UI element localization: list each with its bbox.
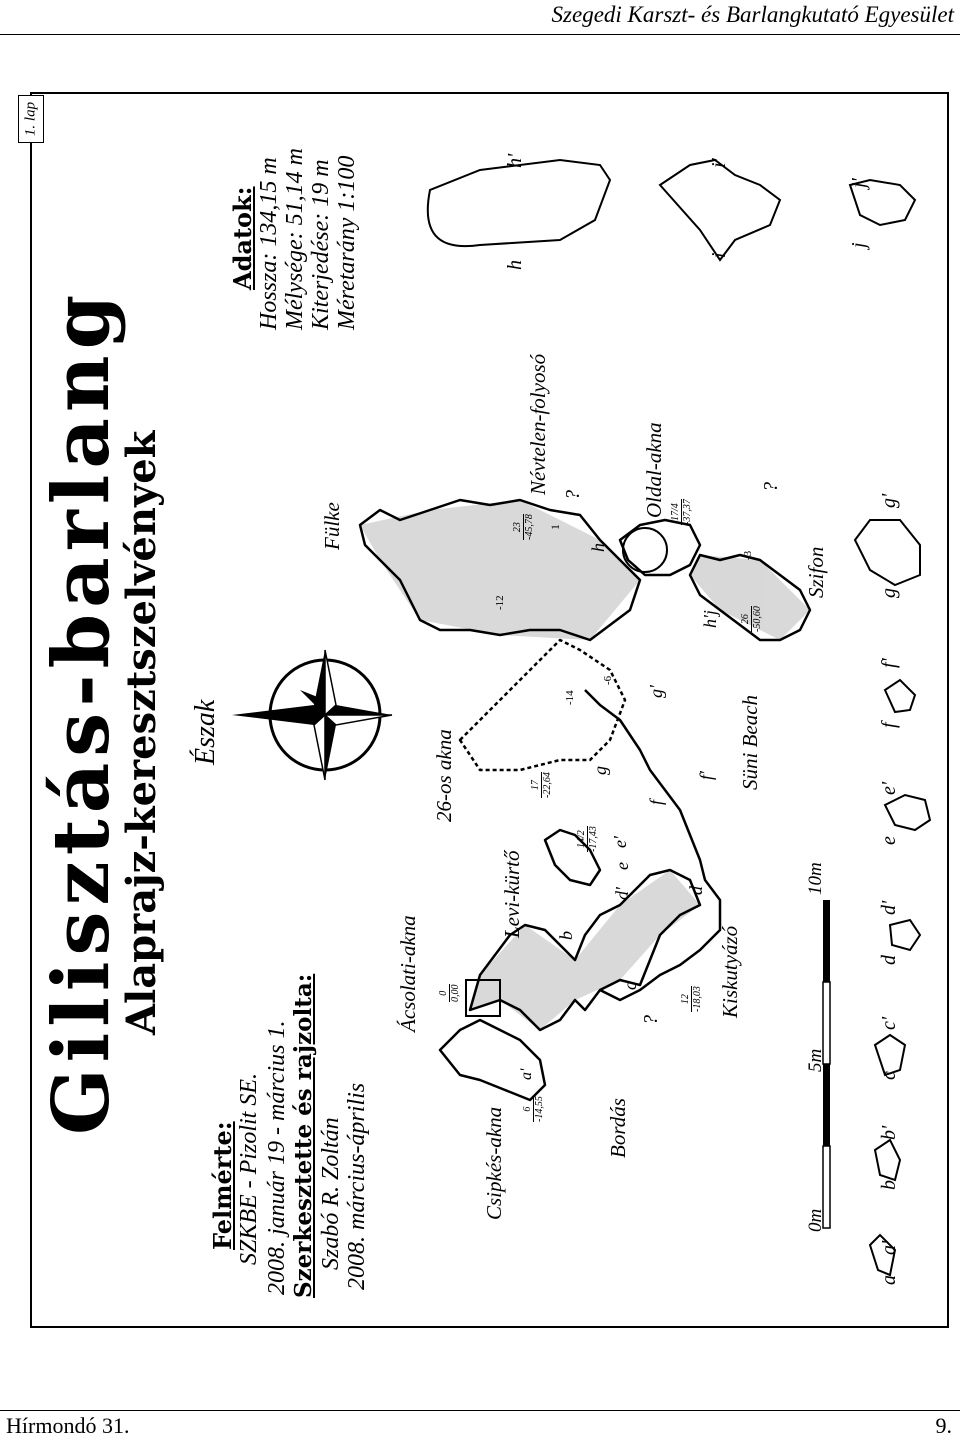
label-oldal-akna: Oldal-akna bbox=[642, 422, 666, 518]
cave-outline-north bbox=[358, 498, 642, 642]
map-letter: c bbox=[620, 982, 640, 990]
depth-mark: 17-22,64 bbox=[530, 772, 553, 798]
cave-outline-west bbox=[468, 868, 702, 1032]
label-szifon: Szifon bbox=[804, 546, 828, 598]
map-letter: h'j bbox=[700, 610, 720, 628]
section-d2-label: d' bbox=[878, 900, 900, 915]
section-f-label: f bbox=[878, 722, 900, 728]
inner-mark: -3 bbox=[742, 550, 754, 560]
section-e-label: e bbox=[878, 836, 900, 845]
map-letter: g bbox=[590, 766, 610, 775]
section-b-label: b bbox=[878, 1180, 900, 1190]
publication-name: Hírmondó 31. bbox=[6, 1413, 130, 1438]
section-b2-label: b' bbox=[878, 1125, 900, 1140]
cave-outline-csipkes bbox=[438, 1018, 547, 1102]
map-letter: b bbox=[556, 931, 576, 940]
map-frame bbox=[30, 92, 949, 1328]
depth-mark: 6-14,55 bbox=[522, 1096, 545, 1122]
label-levi-kurto: Levi-kürtő bbox=[500, 850, 524, 938]
map-letter: ? bbox=[562, 490, 584, 500]
label-acsolati-akna: Ácsolati-akna bbox=[396, 915, 420, 1032]
entrance-marker bbox=[465, 979, 501, 1017]
cave-outline-oldal bbox=[618, 518, 702, 577]
map-letter: ? bbox=[640, 1015, 662, 1025]
inner-mark: -14 bbox=[564, 690, 576, 705]
map-letter: g' bbox=[646, 685, 666, 698]
section-c-label: c bbox=[878, 1071, 900, 1080]
scale-label-5: 5m bbox=[805, 1048, 826, 1072]
depth-mark: 17/4-37,37 bbox=[670, 499, 693, 525]
map-letter: f' bbox=[696, 771, 716, 780]
map-letter: a' bbox=[518, 1068, 535, 1080]
depth-mark: 12-18,03 bbox=[680, 986, 703, 1012]
depth-mark: 26-50,60 bbox=[740, 606, 763, 632]
section-a2-label: a' bbox=[878, 1240, 900, 1255]
label-fulke: Fülke bbox=[320, 502, 344, 550]
label-26os-akna: 26-os akna bbox=[432, 729, 456, 822]
cave-outline-chimney bbox=[543, 828, 602, 887]
section-g2-label: g' bbox=[878, 493, 900, 508]
scale-bar bbox=[822, 900, 831, 1229]
inner-mark: -12 bbox=[494, 595, 506, 610]
map-letter: f bbox=[646, 799, 666, 805]
page-header: Szegedi Karszt- és Barlangkutató Egyesül… bbox=[0, 0, 960, 35]
section-f2-label: f' bbox=[878, 658, 900, 668]
section-j-label: j bbox=[848, 242, 870, 248]
map-letter: ? bbox=[760, 482, 782, 492]
label-kiskutyazo: Kiskutyázó bbox=[718, 925, 742, 1018]
label-nevtelen-folyoso: Névtelen-folyosó bbox=[526, 353, 550, 495]
section-h2-label: h' bbox=[504, 153, 526, 168]
section-e2-label: e' bbox=[878, 781, 900, 795]
label-csipkes-akna: Csipkés-akna bbox=[482, 1106, 506, 1220]
label-suni-beach: Süni Beach bbox=[738, 694, 762, 790]
org-name: Szegedi Karszt- és Barlangkutató Egyesül… bbox=[551, 2, 954, 27]
sheet-label: 1. lap bbox=[18, 95, 44, 143]
map-letter: d bbox=[686, 886, 706, 895]
section-d-label: d bbox=[878, 955, 900, 965]
cave-outline-central bbox=[458, 638, 627, 772]
scale-label-0: 0m bbox=[805, 1208, 826, 1232]
cave-outline-szifon bbox=[688, 553, 812, 642]
section-c2-label: c' bbox=[878, 1016, 900, 1030]
page-footer: Hírmondó 31. 9. bbox=[0, 1410, 960, 1438]
label-bordas: Bordás bbox=[606, 1098, 630, 1158]
section-g-label: g bbox=[878, 588, 900, 598]
inner-mark: 1 bbox=[548, 524, 562, 530]
scale-label-10: 10m bbox=[805, 862, 826, 895]
section-i2-label: i' bbox=[708, 158, 730, 168]
section-i-label: i bbox=[708, 252, 730, 258]
depth-mark: 14/2-17,43 bbox=[576, 826, 599, 852]
section-h-label: h bbox=[504, 260, 526, 270]
map-letter: d' bbox=[612, 887, 632, 900]
section-j2-label: j' bbox=[848, 178, 870, 188]
map-letter: e' bbox=[610, 836, 630, 848]
depth-mark: 23-45,78 bbox=[512, 514, 535, 540]
map-letter: h bbox=[588, 543, 608, 552]
cave-outline-main bbox=[584, 689, 722, 1002]
section-a-label: a bbox=[878, 1275, 900, 1285]
page-number: 9. bbox=[935, 1413, 953, 1438]
cross-section-shapes bbox=[426, 158, 932, 1277]
map-letter: e bbox=[612, 862, 632, 870]
inner-mark: -6 bbox=[602, 675, 614, 685]
